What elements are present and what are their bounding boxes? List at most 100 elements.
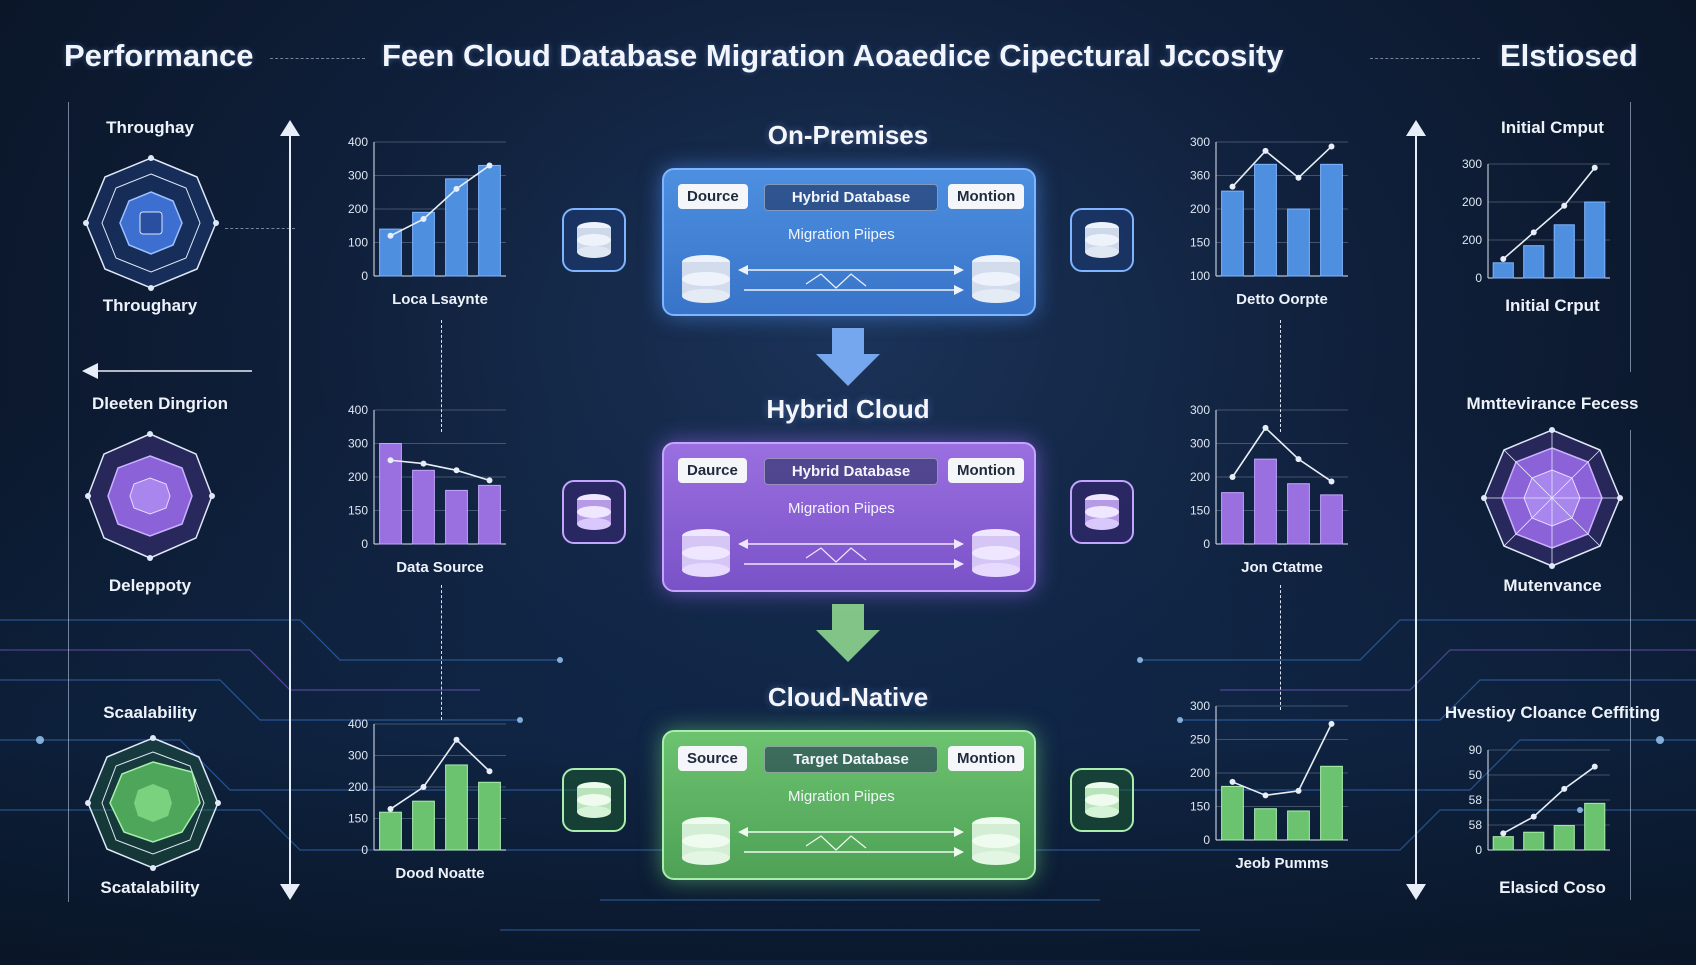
tick-label: 150	[1190, 800, 1210, 814]
tick-label: 300	[348, 437, 368, 451]
tick-label: 360	[1190, 169, 1210, 183]
tier1-title: On-Premises	[767, 120, 929, 150]
header-right-title: Elstiosed	[1500, 38, 1638, 73]
left-arrow-label: Dleeten Dingrion	[91, 394, 228, 413]
trend-point	[420, 784, 427, 790]
bar	[1320, 765, 1343, 841]
bar	[412, 211, 435, 277]
tick-label: 0	[361, 843, 368, 857]
chart-initial-output: 300 200 200 0	[1462, 157, 1610, 285]
trend-line	[390, 738, 491, 810]
right-radar-caption: Mutenvance	[1503, 576, 1602, 595]
tier2-down-arrow	[816, 604, 880, 662]
tier1-outer-db-right	[1070, 208, 1134, 272]
tick-label: 0	[1475, 843, 1482, 857]
tier2-chip-monitor: Montion	[948, 458, 1025, 483]
bar	[1221, 190, 1244, 277]
right-frame-line-top	[1630, 102, 1631, 372]
tick-label: 58	[1469, 793, 1483, 807]
database-icon	[1085, 222, 1119, 258]
trend-point	[1262, 424, 1269, 431]
tick-label: 200	[1190, 766, 1210, 780]
tier1-pipe-graphic	[682, 255, 1020, 303]
tick-label: 0	[1203, 537, 1210, 551]
trend-point	[420, 460, 427, 467]
tier1-panel: Dource Hybrid Database Montion Migration…	[662, 168, 1036, 316]
tick-label: 300	[348, 169, 368, 183]
trend-line	[1231, 145, 1333, 188]
chart-caption: Dood Noatte	[395, 865, 484, 882]
radar2-bottom-label: Deleppoty	[108, 576, 192, 595]
trend-point	[1295, 174, 1302, 181]
trend-point	[486, 768, 493, 775]
trend-line	[1502, 766, 1596, 835]
trend-point	[1500, 830, 1507, 837]
radar3-bottom-label: Scatalability	[100, 878, 200, 897]
tier3-pipe-graphic	[682, 817, 1020, 865]
bar	[1221, 785, 1244, 841]
header-divider-right	[1370, 58, 1480, 59]
database-icon	[577, 494, 611, 530]
trend-line	[1231, 426, 1332, 483]
tick-label: 200	[1462, 233, 1482, 247]
tier3-pipe-label: Migration Piipes	[788, 788, 895, 805]
tick-label: 150	[348, 812, 368, 826]
bar	[445, 764, 468, 851]
tick-label: 90	[1469, 743, 1483, 757]
database-icon	[1085, 782, 1119, 818]
bar	[478, 164, 501, 277]
tick-label: 300	[1190, 403, 1210, 417]
left-vertical-double-arrow	[280, 120, 300, 900]
trend-point	[1530, 229, 1537, 236]
trend-point	[1561, 202, 1568, 209]
trend-point	[1561, 785, 1568, 792]
tick-label: 150	[348, 504, 368, 518]
bar	[412, 469, 435, 545]
tick-label: 250	[1190, 733, 1210, 747]
tick-label: 50	[1469, 768, 1483, 782]
bar	[445, 489, 468, 545]
trend-point	[1530, 813, 1537, 820]
tick-label: 200	[1190, 470, 1210, 484]
tier3-panel: Source Target Database Montion Migration…	[662, 730, 1036, 880]
bar	[379, 443, 402, 545]
bar	[1553, 224, 1575, 279]
tick-label: 0	[1475, 271, 1482, 285]
trend-point	[1262, 147, 1269, 154]
chart-connector-right-1	[1280, 320, 1281, 432]
trend-point	[1328, 478, 1335, 485]
left-frame-line	[68, 102, 69, 902]
tick-label: 0	[361, 537, 368, 551]
right-top-title: Initial Cmput	[1501, 118, 1604, 137]
trend-point	[1328, 720, 1335, 727]
tick-label: 400	[348, 403, 368, 417]
trend-point	[453, 185, 460, 192]
tick-label: 200	[1190, 202, 1210, 216]
radar-chart-throughput	[83, 155, 219, 291]
chart-connector-left-2	[441, 585, 442, 720]
tick-label: 300	[1190, 135, 1210, 149]
bar	[445, 178, 468, 277]
bar	[1523, 831, 1545, 851]
radar3-top-label: Scaalability	[103, 703, 197, 722]
tick-label: 400	[348, 135, 368, 149]
right-frame-line-bottom	[1630, 430, 1631, 900]
trend-point	[453, 467, 460, 474]
tick-label: 200	[1462, 195, 1482, 209]
trend-point	[1229, 474, 1236, 480]
tier3-title: Cloud-Native	[767, 682, 929, 712]
tick-label: 300	[1462, 157, 1482, 171]
database-icon	[577, 222, 611, 258]
right-vertical-double-arrow	[1406, 120, 1426, 900]
radar-chart-maintenance	[1481, 427, 1623, 569]
trend-line	[390, 459, 490, 482]
bar	[1254, 458, 1277, 545]
chart-caption: Loca Lsaynte	[392, 291, 488, 308]
bar	[1221, 492, 1244, 545]
tick-label: 100	[348, 236, 368, 250]
